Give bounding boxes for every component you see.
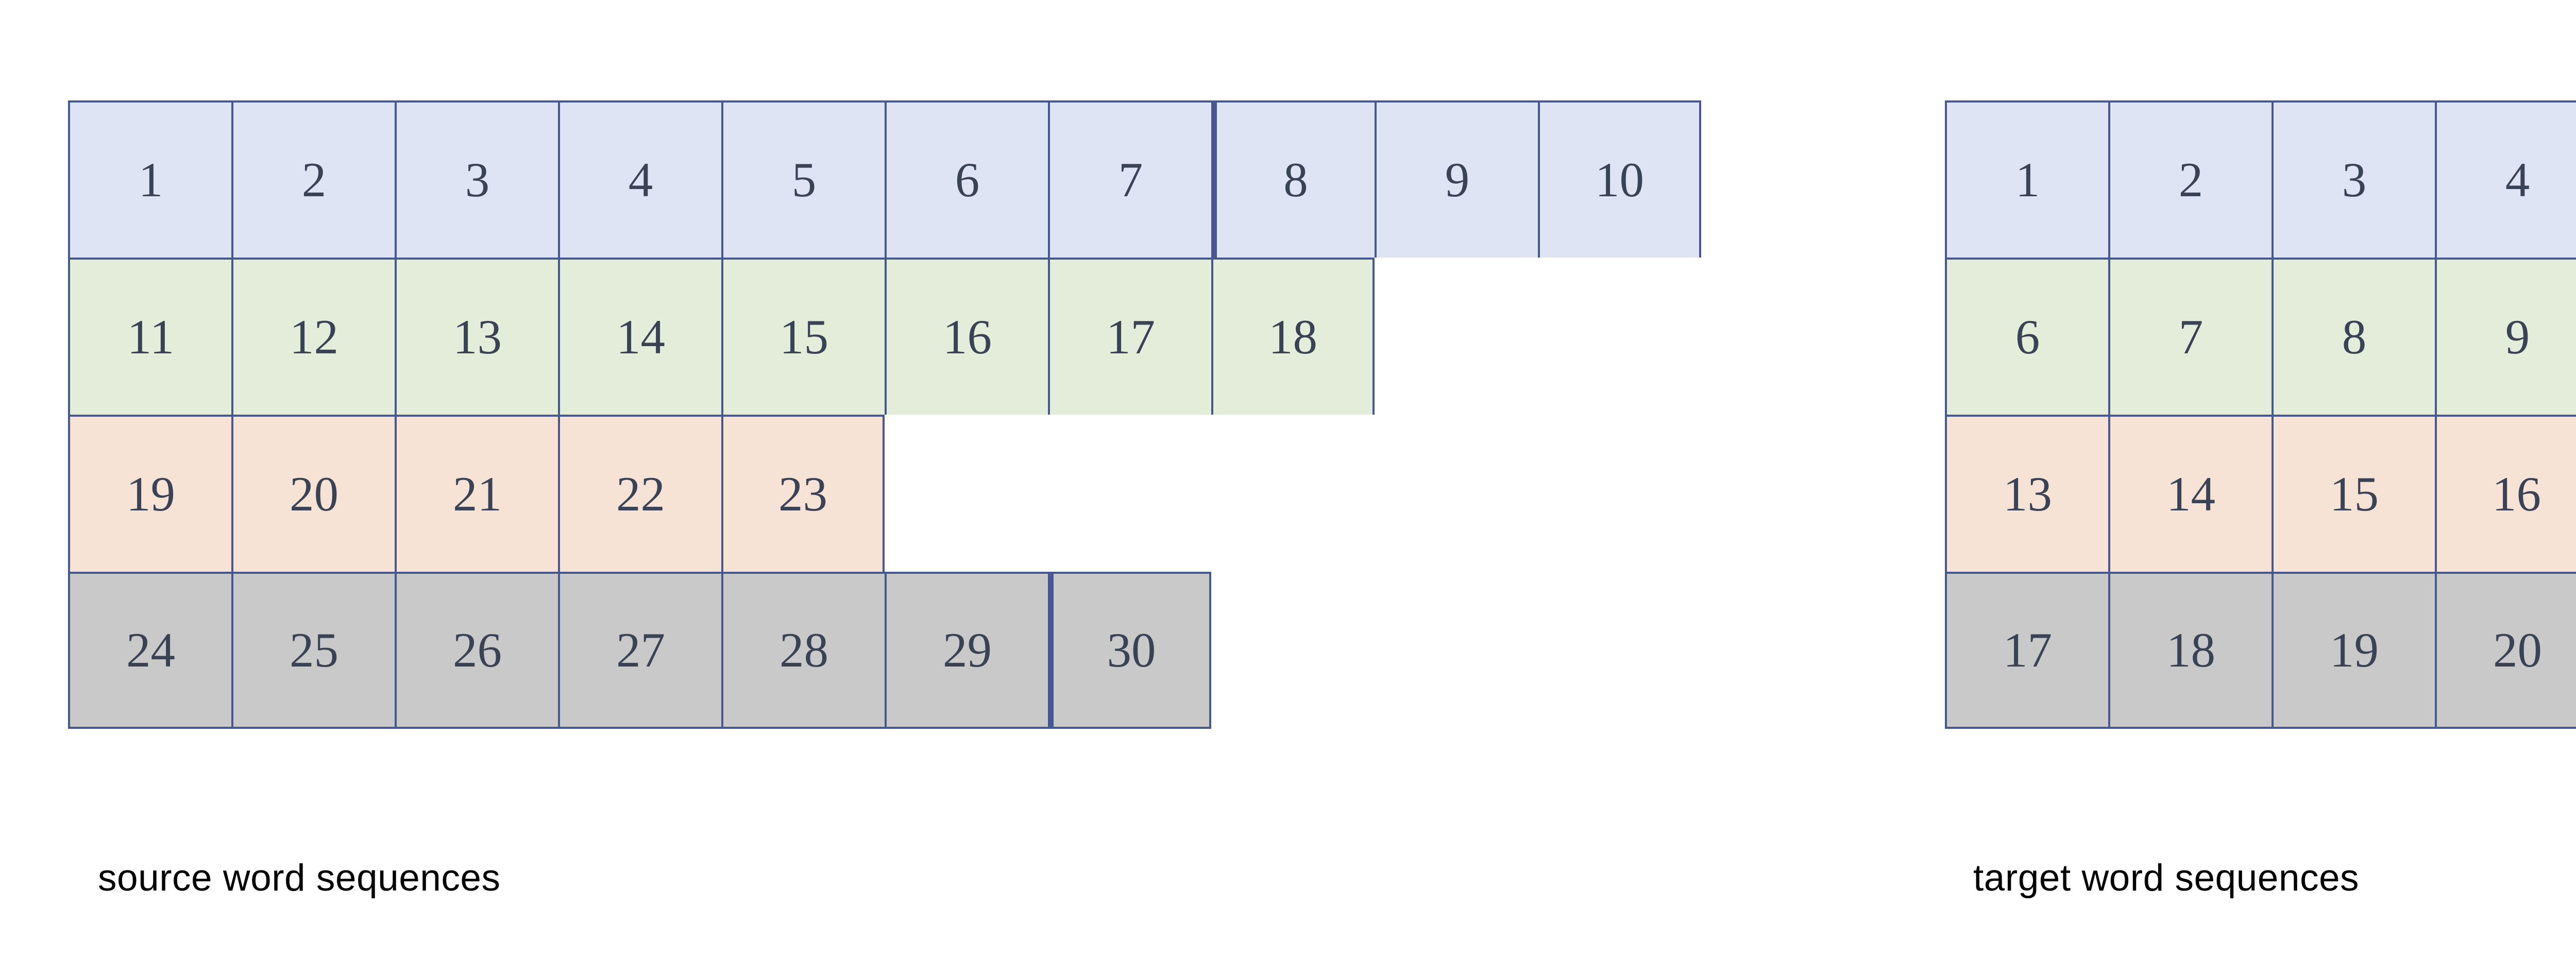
- word-cell: 7: [1048, 100, 1211, 258]
- word-cell: 7: [2108, 258, 2272, 415]
- word-cell: 22: [558, 415, 721, 572]
- word-cell: 19: [2272, 572, 2435, 729]
- word-cell: 29: [885, 572, 1048, 729]
- word-cell: 20: [231, 415, 395, 572]
- word-cell: 9: [2435, 258, 2576, 415]
- source-caption: source word sequences: [98, 857, 501, 899]
- target-caption: target word sequences: [1973, 857, 2360, 899]
- word-cell: 3: [395, 100, 558, 258]
- word-cell: 4: [2435, 100, 2576, 258]
- word-cell: 2: [2108, 100, 2272, 258]
- word-cell: 14: [2108, 415, 2272, 572]
- word-cell: 26: [395, 572, 558, 729]
- word-cell: 18: [2108, 572, 2272, 729]
- word-cell: 8: [1211, 100, 1375, 258]
- word-cell: 15: [2272, 415, 2435, 572]
- word-cell: 16: [2435, 415, 2576, 572]
- word-cell: 27: [558, 572, 721, 729]
- word-cell: 28: [721, 572, 885, 729]
- word-cell: 25: [231, 572, 395, 729]
- word-cell: 13: [1945, 415, 2108, 572]
- word-cell: 6: [1945, 258, 2108, 415]
- word-cell: 6: [885, 100, 1048, 258]
- word-cell: 16: [885, 258, 1048, 415]
- word-cell: 9: [1375, 100, 1538, 258]
- word-cell: 15: [721, 258, 885, 415]
- word-cell: 17: [1945, 572, 2108, 729]
- word-cell: 24: [68, 572, 231, 729]
- word-cell: 12: [231, 258, 395, 415]
- word-cell: 2: [231, 100, 395, 258]
- word-cell: 30: [1048, 572, 1211, 729]
- word-cell: 3: [2272, 100, 2435, 258]
- word-cell: 5: [721, 100, 885, 258]
- word-cell: 14: [558, 258, 721, 415]
- word-cell: 13: [395, 258, 558, 415]
- word-cell: 8: [2272, 258, 2435, 415]
- word-cell: 11: [68, 258, 231, 415]
- word-cell: 21: [395, 415, 558, 572]
- word-cell: 1: [68, 100, 231, 258]
- word-cell: 1: [1945, 100, 2108, 258]
- word-cell: 4: [558, 100, 721, 258]
- word-cell: 23: [721, 415, 885, 572]
- word-cell: 19: [68, 415, 231, 572]
- word-cell: 20: [2435, 572, 2576, 729]
- word-cell: 10: [1538, 100, 1701, 258]
- word-cell: 17: [1048, 258, 1211, 415]
- word-cell: 18: [1211, 258, 1375, 415]
